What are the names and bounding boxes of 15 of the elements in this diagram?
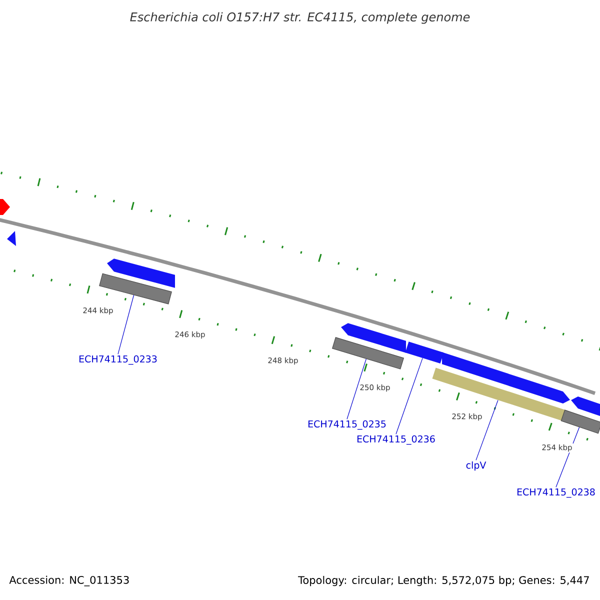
leader-line <box>476 400 498 460</box>
gene-label: clpV <box>466 461 486 471</box>
feature-bar <box>99 273 172 304</box>
genome-info-text: Topology: circular; Length: 5,572,075 bp; Genes: 5,447 <box>298 576 589 586</box>
feature-bar <box>560 410 600 434</box>
accession-text: Accession: NC_011353 <box>9 576 129 586</box>
leader-line <box>346 358 366 420</box>
leader-line <box>396 358 423 434</box>
gene-label: ECH74115_0235 <box>308 420 386 430</box>
title: Escherichia coli O157:H7 str. EC4115, complete genome <box>130 12 470 24</box>
gene-label: ECH74115_0233 <box>79 355 157 365</box>
gene-label: ECH74115_0238 <box>517 488 595 498</box>
gene-label: ECH74115_0236 <box>357 435 435 445</box>
feature-bar <box>405 342 444 364</box>
leader-line <box>118 294 134 354</box>
